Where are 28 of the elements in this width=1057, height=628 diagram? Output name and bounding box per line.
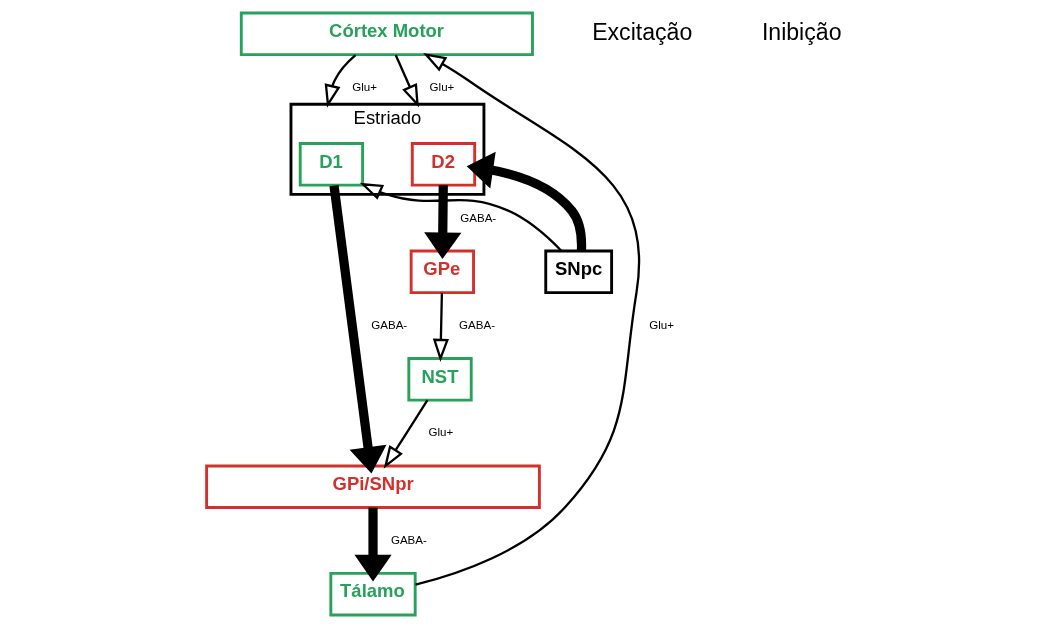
node-box: NST [406, 357, 473, 402]
node-box: Tálamo [328, 571, 417, 617]
arrow [423, 185, 461, 260]
edge-label: Glu+ [351, 80, 377, 93]
legend-label: Inibição [761, 18, 841, 45]
edge-label: GABA- [458, 319, 495, 332]
node-box: SNpc [543, 249, 613, 295]
edge-label: GABA- [390, 533, 427, 546]
edge-label: GABA- [370, 319, 407, 332]
node-box: D1 [298, 142, 364, 187]
edge-label: GABA- [459, 211, 496, 224]
arrow [394, 54, 419, 108]
arrow [353, 507, 392, 582]
arrow [466, 151, 586, 251]
node-box: GPe [409, 249, 475, 295]
arrow [328, 184, 386, 474]
edge-label: Glu+ [648, 319, 674, 332]
node-box: Córtex Motor [239, 11, 534, 57]
node-box: D2 [410, 142, 476, 187]
arrow [432, 292, 449, 362]
node-box: GPi/SNpr [204, 464, 541, 509]
arrow [324, 54, 356, 108]
arrow [414, 52, 640, 586]
arrow [383, 399, 428, 469]
edge-label: Glu+ [429, 80, 454, 93]
arrow [359, 182, 562, 252]
edge-label: Glu+ [427, 426, 453, 439]
legend-label: Excitação [591, 18, 692, 45]
